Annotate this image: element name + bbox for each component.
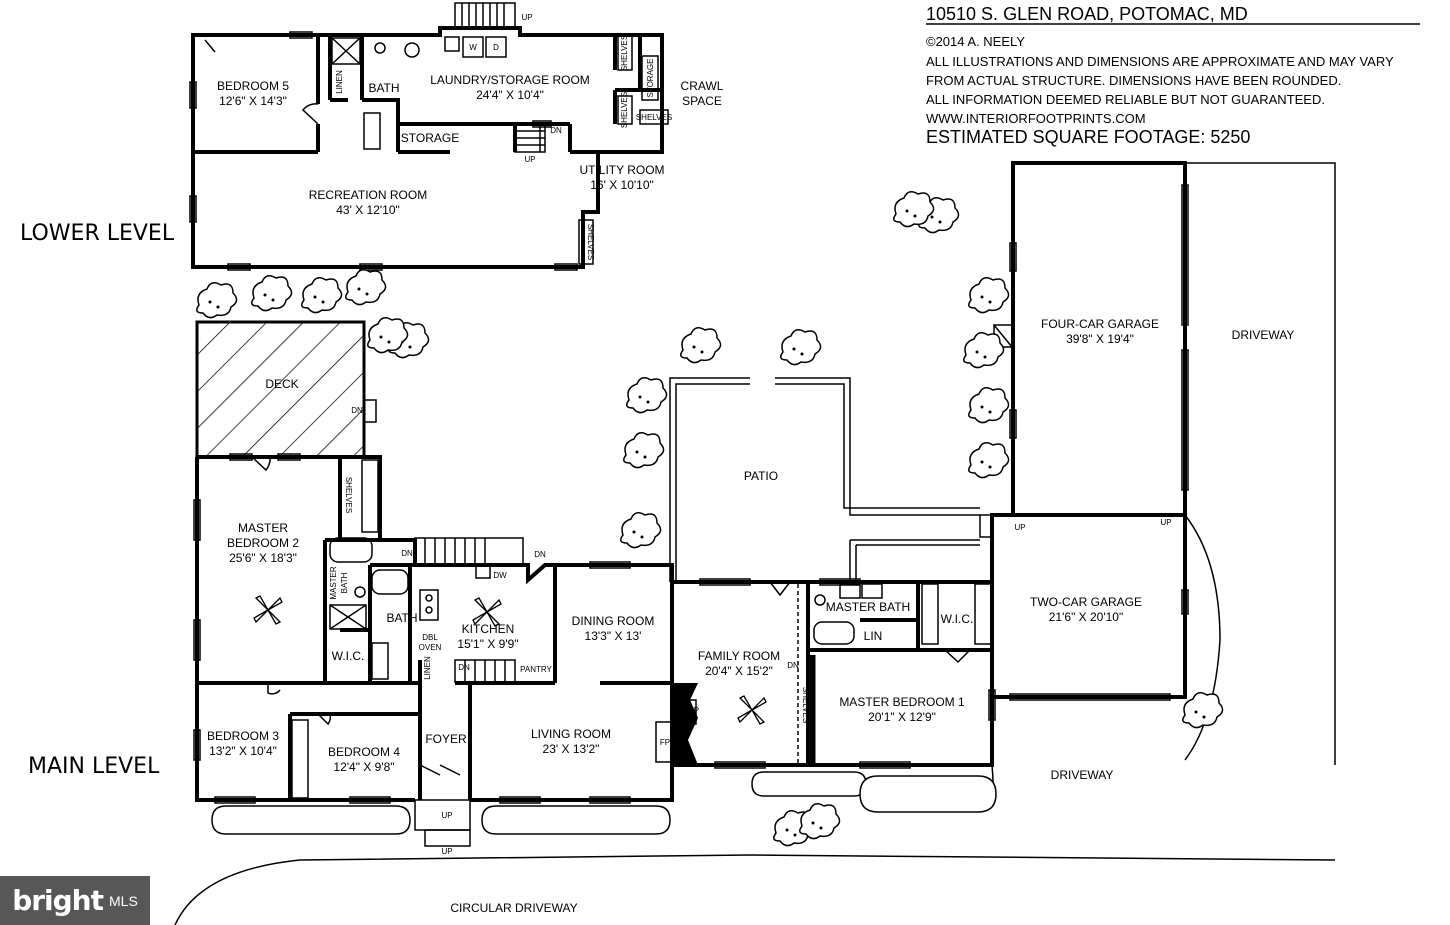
lower-storage-label-1: STORAGE — [401, 131, 459, 145]
main-level-plan — [174, 161, 1336, 925]
bedroom4-dim: 12'4" X 9'8" — [333, 760, 394, 774]
watermark-brand: bright — [12, 884, 104, 917]
two-car-garage-name: TWO-CAR GARAGE — [1030, 595, 1142, 609]
main-linen-label: LINEN — [423, 656, 432, 680]
deck-label: DECK — [265, 377, 298, 391]
lower-shelves-1: SHELVES — [620, 35, 629, 71]
master-bedroom1-dim: 20'1" X 12'9" — [868, 710, 936, 724]
lower-shelves-2: SHELVES — [620, 92, 629, 128]
up-garage-1: UP — [1014, 523, 1025, 532]
master-bath-label-v2: BATH — [340, 572, 349, 593]
living-name: LIVING ROOM — [531, 727, 611, 741]
master-bedroom2-name-2: BEDROOM 2 — [227, 536, 299, 550]
mls-watermark: bright MLS — [0, 876, 150, 925]
lower-bath-label: BATH — [368, 81, 399, 95]
driveway-label-1: DRIVEWAY — [1232, 328, 1295, 342]
bedroom3-dim: 13'2" X 10'4" — [209, 744, 277, 758]
disclaimer-line-1: ALL ILLUSTRATIONS AND DIMENSIONS ARE APP… — [926, 54, 1394, 69]
dryer-label: D — [493, 43, 499, 52]
two-car-garage-dim: 21'6" X 20'10" — [1049, 610, 1124, 624]
lower-storage-label-2: STORAGE — [646, 59, 655, 98]
dbl-oven-2: OVEN — [419, 643, 442, 652]
lin-label: LIN — [864, 629, 883, 643]
crawl-space-line-1: CRAWL — [681, 79, 724, 93]
main-shelves-b: SHELVES — [801, 687, 810, 723]
fireplace-label-2: FP — [660, 738, 670, 747]
family-name: FAMILY ROOM — [698, 649, 780, 663]
master-bedroom1-name: MASTER BEDROOM 1 — [839, 695, 965, 709]
bedroom3-name: BEDROOM 3 — [207, 729, 279, 743]
watermark-suffix: MLS — [109, 892, 138, 909]
website-text: WWW.INTERIORFOOTPRINTS.COM — [926, 111, 1146, 126]
utility-name: UTILITY ROOM — [579, 163, 664, 177]
washer-label: W — [469, 43, 477, 52]
dn-stairs: DN — [401, 549, 413, 558]
bedroom4-name: BEDROOM 4 — [328, 745, 400, 759]
circular-driveway-label: CIRCULAR DRIVEWAY — [450, 901, 577, 915]
dn-deck: DN — [351, 406, 363, 415]
copyright-text: ©2014 A. NEELY — [926, 34, 1025, 49]
laundry-dim: 24'4" X 10'4" — [476, 88, 544, 102]
kitchen-dim: 15'1" X 9'9" — [457, 637, 518, 651]
dn-kitchen-1: DN — [534, 550, 546, 559]
four-car-garage-dim: 39'8" X 19'4" — [1066, 332, 1134, 346]
main-level-label: MAIN LEVEL — [28, 754, 160, 779]
deck-area — [195, 320, 366, 459]
disclaimer-line-2: FROM ACTUAL STRUCTURE. DIMENSIONS HAVE B… — [926, 73, 1341, 88]
pantry-label: PANTRY — [520, 665, 552, 674]
lower-up-1: UP — [521, 13, 532, 22]
driveway-label-2: DRIVEWAY — [1051, 768, 1114, 782]
master-bath-2-label: MASTER BATH — [826, 600, 910, 614]
up-garage-2: UP — [1160, 518, 1171, 527]
laundry-name: LAUNDRY/STORAGE ROOM — [430, 73, 590, 87]
recreation-name: RECREATION ROOM — [309, 188, 427, 202]
master-bath-label-v1: MASTER — [329, 566, 338, 600]
wic-label-1: W.I.C. — [332, 649, 365, 663]
lower-dn-1: DN — [550, 126, 562, 135]
landscape-shrubs — [196, 191, 1224, 847]
lower-level-label: LOWER LEVEL — [20, 221, 175, 246]
dw-label: DW — [493, 571, 507, 580]
bedroom5-name: BEDROOM 5 — [217, 79, 289, 93]
dn-kitchen-2: DN — [458, 663, 470, 672]
recreation-dim: 43' X 12'10" — [336, 203, 400, 217]
main-shelves-a: SHELVES — [344, 477, 353, 513]
bath-label: BATH — [386, 611, 417, 625]
lower-linen-label: LINEN — [335, 70, 344, 94]
master-bedroom2-dim: 25'6" X 18'3" — [229, 551, 297, 565]
dining-dim: 13'3" X 13' — [585, 629, 642, 643]
up-front-1: UP — [441, 811, 452, 820]
wic-label-2: W.I.C. — [941, 612, 974, 626]
square-footage-text: ESTIMATED SQUARE FOOTAGE: 5250 — [926, 127, 1250, 147]
living-dim: 23' X 13'2" — [543, 742, 600, 756]
lower-level-plan: BEDROOM 5 12'6" X 14'3" LINEN BATH LAUND… — [189, 2, 724, 271]
dbl-oven-1: DBL — [422, 633, 438, 642]
address-title: 10510 S. GLEN ROAD, POTOMAC, MD — [926, 4, 1248, 24]
master-bedroom2-name-1: MASTER — [238, 521, 288, 535]
lower-up-2: UP — [524, 155, 535, 164]
foyer-label: FOYER — [425, 732, 467, 746]
dining-name: DINING ROOM — [572, 614, 655, 628]
bedroom5-dim: 12'6" X 14'3" — [219, 94, 287, 108]
fireplace-label-1: FP — [689, 706, 699, 715]
family-dim: 20'4" X 15'2" — [705, 664, 773, 678]
four-car-garage-name: FOUR-CAR GARAGE — [1041, 317, 1159, 331]
crawl-space-line-2: SPACE — [682, 94, 722, 108]
utility-dim: 16' X 10'10" — [590, 178, 654, 192]
lower-shelves-3: SHELVES — [636, 113, 672, 122]
disclaimer-line-3: ALL INFORMATION DEEMED RELIABLE BUT NOT … — [926, 92, 1325, 107]
lower-shelves-4: SHELVES — [586, 224, 595, 260]
kitchen-name: KITCHEN — [462, 622, 515, 636]
up-front-2: UP — [441, 847, 452, 856]
patio-label: PATIO — [744, 469, 778, 483]
dn-family: DN — [787, 661, 799, 670]
